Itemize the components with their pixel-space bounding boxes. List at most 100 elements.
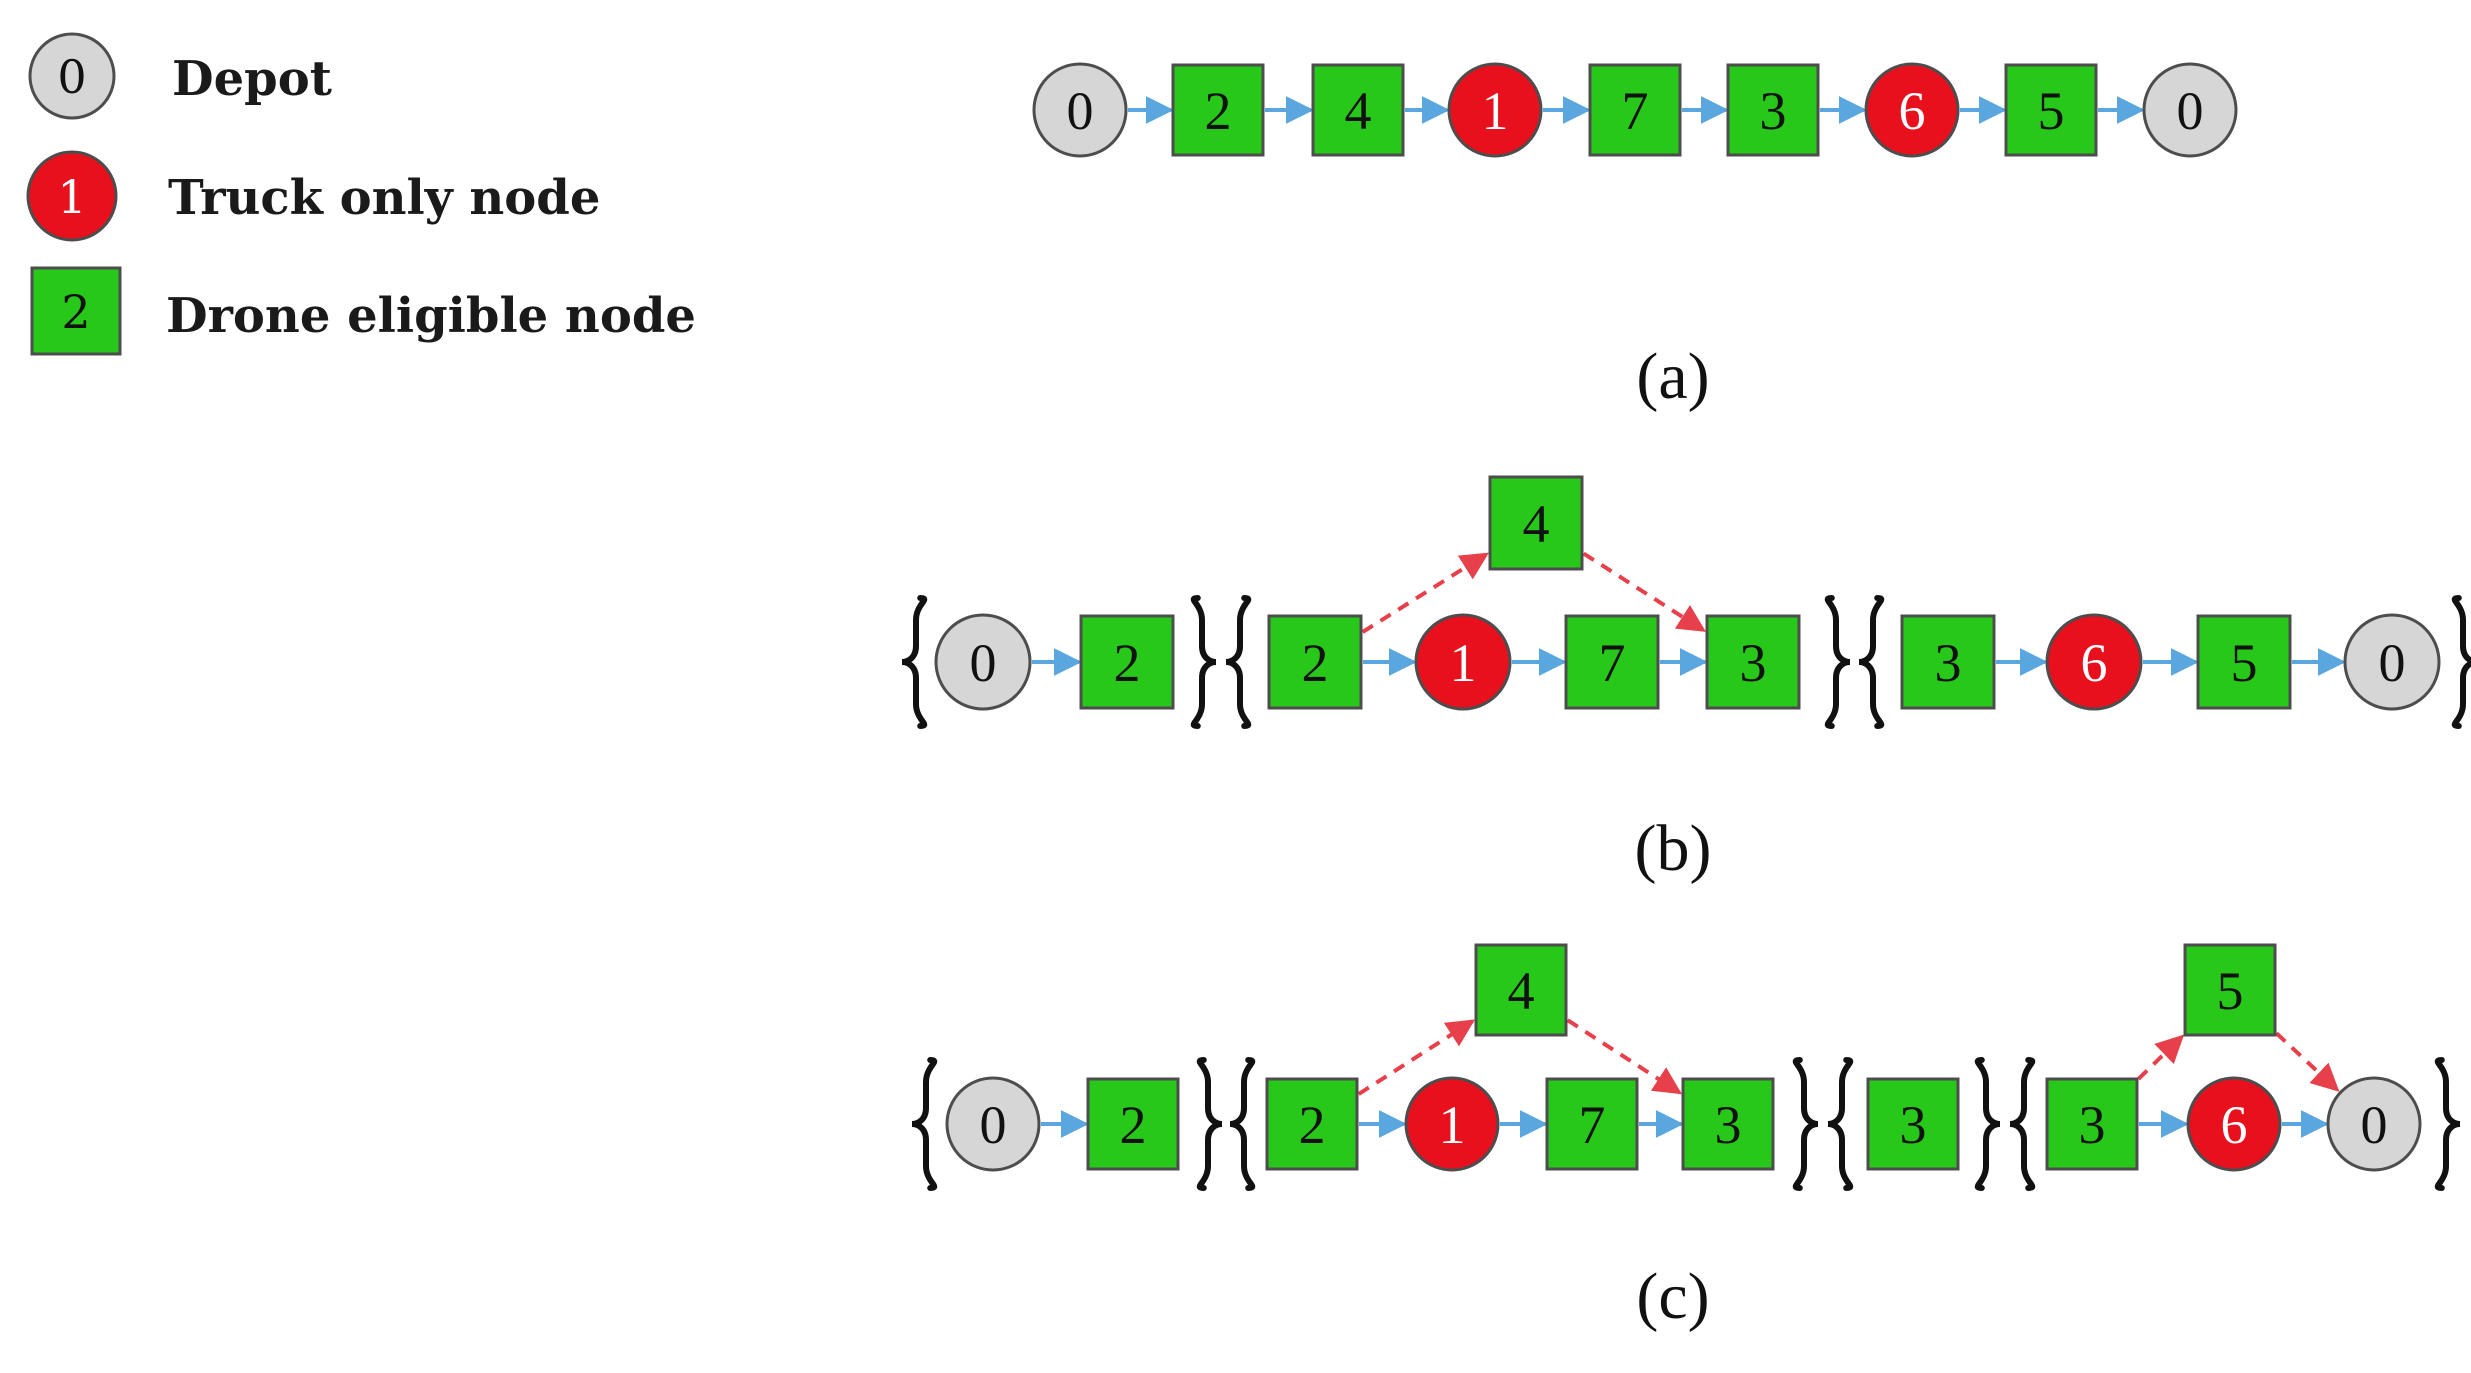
drone-node-shape	[1705, 614, 1801, 710]
legend-drone-icon	[30, 266, 122, 356]
drone-node-2: 2	[1079, 614, 1175, 710]
truck-node-shape	[1414, 613, 1512, 711]
drone-node-shape	[1171, 63, 1265, 157]
close-brace	[1196, 1057, 1223, 1191]
drone-arrow	[1357, 1019, 1475, 1096]
depot-node-shape	[934, 613, 1032, 711]
node-label: 2	[1120, 1095, 1147, 1155]
open-brace	[1827, 1057, 1854, 1191]
node-label: 3	[1935, 633, 1962, 693]
panel-a-caption: (a)	[1636, 340, 1709, 413]
drone-node-3: 3	[1681, 1077, 1775, 1171]
depot-node-0: 0	[1032, 62, 1128, 158]
drone-edges	[1361, 551, 1706, 634]
node-label: 1	[1482, 81, 1509, 141]
drone-edges	[1357, 1018, 2340, 1096]
depot-node-0: 0	[945, 1076, 1041, 1172]
panel-b-caption: (b)	[1635, 812, 1712, 885]
drone-arrow	[1361, 552, 1489, 634]
node-label: 0	[2177, 81, 2204, 141]
drone-node-2: 2	[1171, 63, 1265, 157]
drone-node-3: 3	[1705, 614, 1801, 710]
subroute-braces	[911, 1057, 2461, 1191]
drone-arrow	[1566, 1018, 1682, 1095]
panel-c: 0 2 2 1 7 3 3 3 6 0 4 5	[911, 943, 2461, 1191]
node-label: 7	[1579, 1095, 1606, 1155]
truck-node-1: 1	[1404, 1076, 1500, 1172]
drone-node-shape	[1681, 1077, 1775, 1171]
truck-node-shape	[2045, 613, 2143, 711]
drone-node-4: 4	[1474, 943, 1568, 1037]
node-label: 0	[1067, 81, 1094, 141]
depot-node-shape	[1032, 62, 1128, 158]
legend-drone-number: 2	[61, 285, 90, 339]
subroute-braces	[901, 595, 2471, 729]
legend-depot-icon	[28, 32, 116, 120]
node-label: 2	[1299, 1095, 1326, 1155]
close-brace	[1974, 1057, 2001, 1191]
drone-node-shape	[1900, 614, 1996, 710]
drone-node-3: 3	[1900, 614, 1996, 710]
legend-depot-number: 0	[57, 50, 86, 104]
close-brace	[1824, 595, 1851, 729]
node-label: 6	[1899, 81, 1926, 141]
depot-node-0: 0	[2343, 613, 2441, 711]
drone-node-shape	[2183, 943, 2277, 1037]
drone-node-shape	[2045, 1077, 2139, 1171]
close-brace	[1792, 1057, 1819, 1191]
legend: 0 Depot 1 Truck only node 2 Drone eligib…	[26, 32, 696, 356]
depot-node-shape	[2142, 62, 2238, 158]
drone-node-shape	[2004, 63, 2098, 157]
node-label: 4	[1523, 494, 1550, 554]
node-label: 0	[980, 1095, 1007, 1155]
drone-node-7: 7	[1545, 1077, 1639, 1171]
drone-node-3: 3	[1866, 1077, 1960, 1171]
close-brace	[2434, 1057, 2461, 1191]
drone-node-shape	[1267, 614, 1363, 710]
drone-node-5: 5	[2004, 63, 2098, 157]
node-label: 6	[2081, 633, 2108, 693]
truck-node-shape	[2186, 1076, 2282, 1172]
open-brace	[2009, 1057, 2036, 1191]
truck-node-shape	[1447, 62, 1543, 158]
node-label: 3	[1760, 81, 1787, 141]
node-label: 5	[2038, 81, 2065, 141]
drone-node-shape	[2196, 614, 2292, 710]
legend-truck-text: Truck only node	[168, 170, 600, 226]
node-label: 4	[1345, 81, 1372, 141]
node-label: 1	[1450, 633, 1477, 693]
truck-node-shape	[1404, 1076, 1500, 1172]
node-label: 5	[2231, 633, 2258, 693]
node-label: 4	[1508, 961, 1535, 1021]
legend-drone-text: Drone eligible node	[166, 288, 696, 344]
truck-node-6: 6	[2045, 613, 2143, 711]
node-label: 3	[1715, 1095, 1742, 1155]
panel-c-caption: (c)	[1636, 1260, 1709, 1333]
depot-node-shape	[2343, 613, 2441, 711]
legend-truck-number: 1	[57, 170, 86, 224]
drone-arrow	[1582, 551, 1706, 633]
close-brace	[2451, 595, 2471, 729]
drone-node-4: 4	[1311, 63, 1405, 157]
drone-node-shape	[1726, 63, 1820, 157]
legend-item-depot: 0 Depot	[28, 32, 332, 120]
truck-node-6: 6	[2186, 1076, 2282, 1172]
node-label: 3	[2079, 1095, 2106, 1155]
legend-item-truck: 1 Truck only node	[26, 150, 600, 242]
node-label: 0	[2361, 1095, 2388, 1155]
node-label: 5	[2217, 961, 2244, 1021]
node-label: 1	[1439, 1095, 1466, 1155]
depot-node-0: 0	[934, 613, 1032, 711]
drone-node-shape	[1488, 475, 1584, 571]
drone-node-7: 7	[1564, 614, 1660, 710]
open-brace	[901, 595, 928, 729]
node-label: 0	[970, 633, 997, 693]
drone-node-shape	[1265, 1077, 1359, 1171]
truck-node-shape	[1864, 62, 1960, 158]
drone-node-2: 2	[1267, 614, 1363, 710]
drone-node-shape	[1588, 63, 1682, 157]
